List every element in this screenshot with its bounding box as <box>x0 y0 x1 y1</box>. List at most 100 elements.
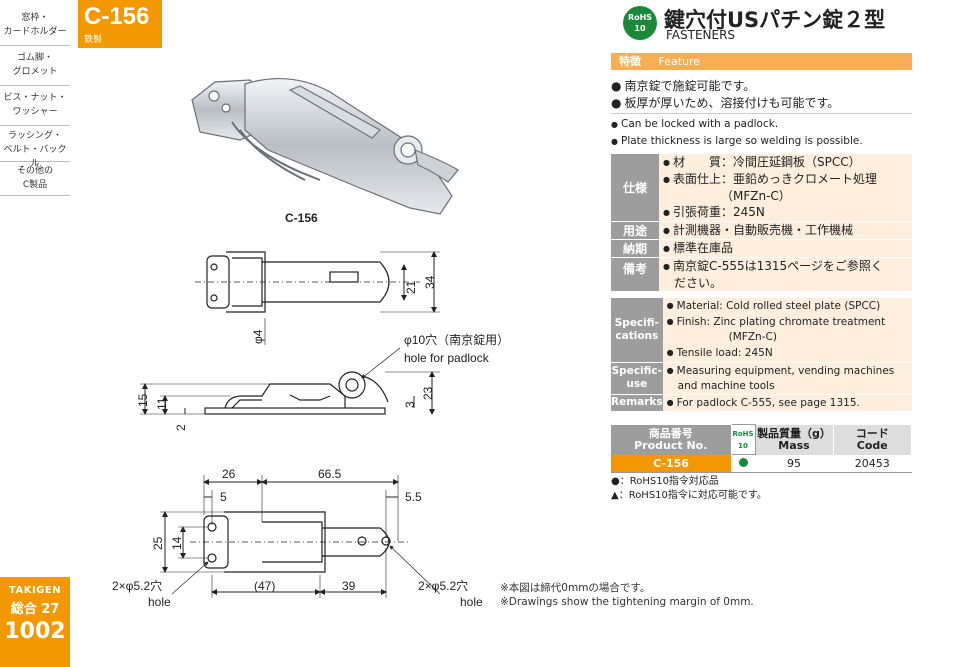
spec-table-en: Specifi- cations Material: Cold rolled s… <box>611 298 912 412</box>
header-text: Product No. <box>634 438 708 452</box>
dim-23: 23 <box>421 386 435 400</box>
spec-finish-cont: （MFZn-C） <box>721 189 791 203</box>
dim-5-5: 5.5 <box>405 490 422 504</box>
hole-right-label-en: hole <box>460 595 483 609</box>
page-subtitle: FASTENERS <box>666 28 736 42</box>
feature-header: 特徴 Feature <box>611 53 912 70</box>
product-table: 商品番号 Product No. RoHS 10 製品質量（g） Mass コー… <box>611 424 912 473</box>
dim-15: 15 <box>136 393 150 407</box>
use-label: 用途 <box>611 221 659 240</box>
sidebar-item-label: ゴム脚・ <box>16 53 53 63</box>
product-code: C-156 <box>84 3 150 30</box>
cell-mass: 95 <box>755 454 833 473</box>
dim-11: 11 <box>155 397 169 410</box>
dim-3: 3 <box>403 401 417 408</box>
sidebar-item-other[interactable]: その他の C製品 <box>0 162 70 196</box>
sidebar-item-window-frame[interactable]: 窓枠・ カードホルダー <box>0 6 70 46</box>
spec-finish-en-cont: (MFZn-C) <box>728 331 777 344</box>
spec-values-en: Material: Cold rolled steel plate (SPCC)… <box>662 298 912 363</box>
header-text: RoHS <box>732 429 754 438</box>
spec-label-en: Specifi- cations <box>611 298 663 363</box>
sidebar-item-label: ビス・ナット・ <box>3 93 67 103</box>
padlock-hole-label-jp: φ10穴（南京錠用） <box>404 332 509 347</box>
drawing-notes: ※本図は締代0mmの場合です。 ※Drawings show the tight… <box>500 581 754 609</box>
dim-14: 14 <box>170 536 184 550</box>
hole-left-label-jp: 2×φ5.2穴 <box>112 578 162 593</box>
use-value-en: Measuring equipment, vending machines an… <box>662 362 912 395</box>
cell-product: C-156 <box>611 454 731 473</box>
photo-caption: C-156 <box>285 211 318 225</box>
dim-21: 21 <box>404 280 418 294</box>
legend-triangle-text: ▲：RoHS10指令に対応可能です。 <box>611 490 767 501</box>
use-label-en: Specific- use <box>611 362 663 395</box>
sidebar-item-label: ワッシャー <box>12 107 58 117</box>
header-text: Code <box>856 438 888 452</box>
sidebar-item-label: 窓枠・ <box>21 13 49 23</box>
header-text: コード <box>855 426 889 440</box>
sidebar-item-label: C製品 <box>22 180 48 190</box>
brand-name: TAKIGEN <box>8 585 62 596</box>
catalog-volume: 総合 27 <box>10 602 60 617</box>
remarks-text: 南京錠C-555は1315ページをご参照く <box>663 258 912 275</box>
sidebar-item-label: ラッシング・ <box>7 131 62 141</box>
header-product: 商品番号 Product No. <box>611 424 732 455</box>
spec-material: 材 質：冷間圧延鋼板（SPCC） <box>663 154 912 171</box>
use-text-en-cont: and machine tools <box>677 379 775 392</box>
rohs-legend: ●：RoHS10指令対応品 ▲：RoHS10指令に対応可能です。 <box>611 475 767 503</box>
note-jp: ※本図は締代0mmの場合です。 <box>500 582 651 594</box>
dim-5: 5 <box>220 490 227 504</box>
use-text-en: Measuring equipment, vending machines <box>667 363 912 379</box>
product-code-box: C-156 鉄製 <box>78 0 162 48</box>
page-number-box: TAKIGEN 総合 27 1002 <box>0 577 70 667</box>
hole-right-label-jp: 2×φ5.2穴 <box>418 578 468 593</box>
bottom-view-drawing <box>190 511 410 573</box>
spec-label: 仕様 <box>611 154 659 222</box>
rohs-badge-icon: RoHS 10 <box>623 6 657 40</box>
dim-phi4: φ4 <box>251 329 265 344</box>
spec-load: 引張荷重：245N <box>663 204 912 221</box>
table-row: C-156 95 20453 <box>611 454 912 473</box>
dim-26: 26 <box>222 467 236 481</box>
list-item: 板厚が厚いため、溶接付けも可能です。 <box>611 95 839 112</box>
dim-2: 2 <box>174 424 188 431</box>
note-en: ※Drawings show the tightening margin of … <box>500 596 754 608</box>
legend-circle-text: ●：RoHS10指令対応品 <box>611 476 719 487</box>
page-title: 鍵穴付USパチン錠２型 <box>664 8 886 32</box>
divider <box>611 113 912 114</box>
sidebar-item-lashing[interactable]: ラッシング・ ベルト・バックル <box>0 126 70 169</box>
spec-finish-en: Finish: Zinc plating chromate treatment <box>667 314 912 330</box>
delivery-value: 標準在庫品 <box>659 239 912 258</box>
delivery-label: 納期 <box>611 239 659 258</box>
sidebar-item-rubber-feet[interactable]: ゴム脚・ グロメット <box>0 46 70 86</box>
feature-label-jp: 特徴 <box>619 55 641 68</box>
top-view-drawing <box>195 251 420 313</box>
header-rohs: RoHS 10 <box>730 424 756 455</box>
use-label-line: use <box>626 378 648 390</box>
list-item: Plate thickness is large so welding is p… <box>611 133 863 150</box>
spec-values: 材 質：冷間圧延鋼板（SPCC） 表面仕上：亜鉛めっきクロメート処理 （MFZn… <box>659 154 912 222</box>
dim-39: 39 <box>342 579 356 593</box>
material-label: 鉄製 <box>84 35 103 45</box>
sidebar-item-screws[interactable]: ビス・ナット・ ワッシャー <box>0 86 70 126</box>
page-number: 1002 <box>4 619 66 644</box>
dim-47: (47) <box>254 579 275 593</box>
use-label-line: Specific- <box>611 365 663 377</box>
remarks-label: 備考 <box>611 257 659 292</box>
remarks-text-cont: ださい。 <box>674 276 723 290</box>
feature-list-en: Can be locked with a padlock. Plate thic… <box>611 116 863 150</box>
list-item: 南京錠で施錠可能です。 <box>611 78 839 95</box>
padlock-hole-label-en: hole for padlock <box>404 351 490 365</box>
legend-item: ●：RoHS10指令対応品 <box>611 475 767 489</box>
rohs-badge-text: RoHS <box>627 13 653 22</box>
sidebar-item-label: グロメット <box>12 67 58 77</box>
remarks-text-en: For padlock C-555, see page 1315. <box>667 395 912 411</box>
technical-drawing: C-156 21 34 φ4 φ10穴（南京錠用） hole for padlo… <box>112 77 509 609</box>
spec-label-line: Specifi- <box>614 316 659 329</box>
table-header-row: 商品番号 Product No. RoHS 10 製品質量（g） Mass コー… <box>611 424 912 455</box>
sidebar-item-label: カードホルダー <box>3 27 67 37</box>
spec-material-en: Material: Cold rolled steel plate (SPCC) <box>667 298 912 314</box>
dim-25: 25 <box>151 536 165 550</box>
rohs-compliant-icon <box>738 458 748 467</box>
spec-label-line: cations <box>615 329 659 342</box>
header-text: 10 <box>738 441 748 450</box>
